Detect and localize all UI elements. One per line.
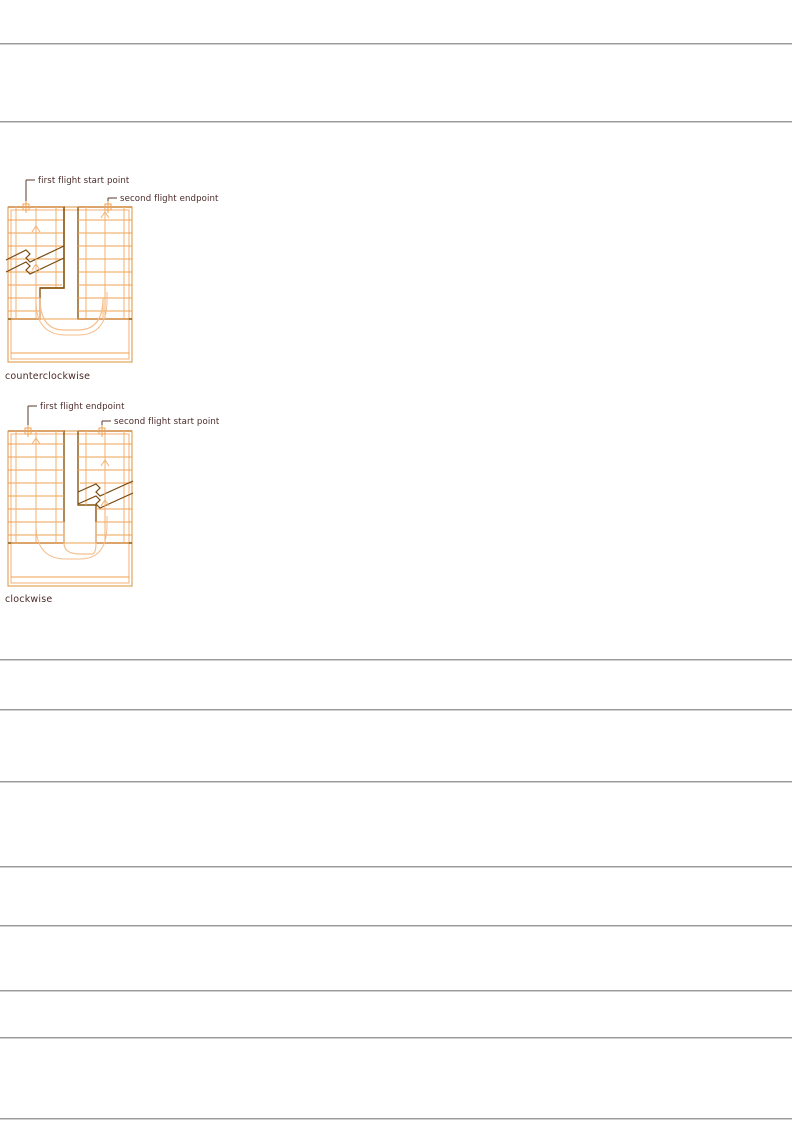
separator-rule-8 <box>0 990 792 992</box>
label-second-flight-endpoint: second flight endpoint <box>120 194 219 204</box>
node-marker-second-flight-endpoint <box>102 201 114 213</box>
caption-counterclockwise: counterclockwise <box>5 371 91 382</box>
node-marker-second-flight-start <box>96 425 108 437</box>
break-line <box>5 245 65 275</box>
figure-counterclockwise-stair: first flight start point second flight e… <box>0 168 260 388</box>
handrail-curve-outer <box>35 292 108 336</box>
handrail-curve <box>39 297 104 331</box>
separator-rule-7 <box>0 925 792 927</box>
handrail-curve-outer <box>35 516 108 560</box>
caption-clockwise: clockwise <box>5 594 53 605</box>
label-second-flight-start-point: second flight start point <box>114 417 220 427</box>
separator-rule-5 <box>0 781 792 783</box>
landing-band <box>11 542 129 578</box>
leader-first-flight-start-point <box>25 179 35 207</box>
label-first-flight-endpoint: first flight endpoint <box>40 402 125 412</box>
separator-rule-3 <box>0 659 792 661</box>
leader-second-flight-endpoint <box>107 197 117 207</box>
separator-rule-1 <box>0 43 792 45</box>
label-first-flight-start-point: first flight start point <box>38 176 130 186</box>
separator-rule-4 <box>0 709 792 711</box>
direction-arrows <box>31 437 110 540</box>
counterclockwise-stair-drawing: first flight start point second flight e… <box>5 176 219 363</box>
separator-rule-9 <box>0 1037 792 1039</box>
stair-plan-clockwise <box>7 425 134 587</box>
separator-rule-2 <box>0 121 792 123</box>
leader-first-flight-endpoint <box>27 405 37 431</box>
separator-rule-10 <box>0 1118 792 1120</box>
landing-band <box>11 318 129 354</box>
node-marker-first-flight-endpoint <box>22 425 34 437</box>
figure-clockwise-stair: first flight endpoint second flight star… <box>0 392 260 612</box>
separator-rule-6 <box>0 866 792 868</box>
handrail-curve <box>63 522 97 555</box>
node-marker-first-flight-start <box>20 201 32 213</box>
leader-second-flight-start-point <box>101 420 111 431</box>
stair-plan-counterclockwise <box>5 201 133 363</box>
direction-arrows <box>31 211 110 316</box>
clockwise-stair-drawing: first flight endpoint second flight star… <box>7 402 220 587</box>
